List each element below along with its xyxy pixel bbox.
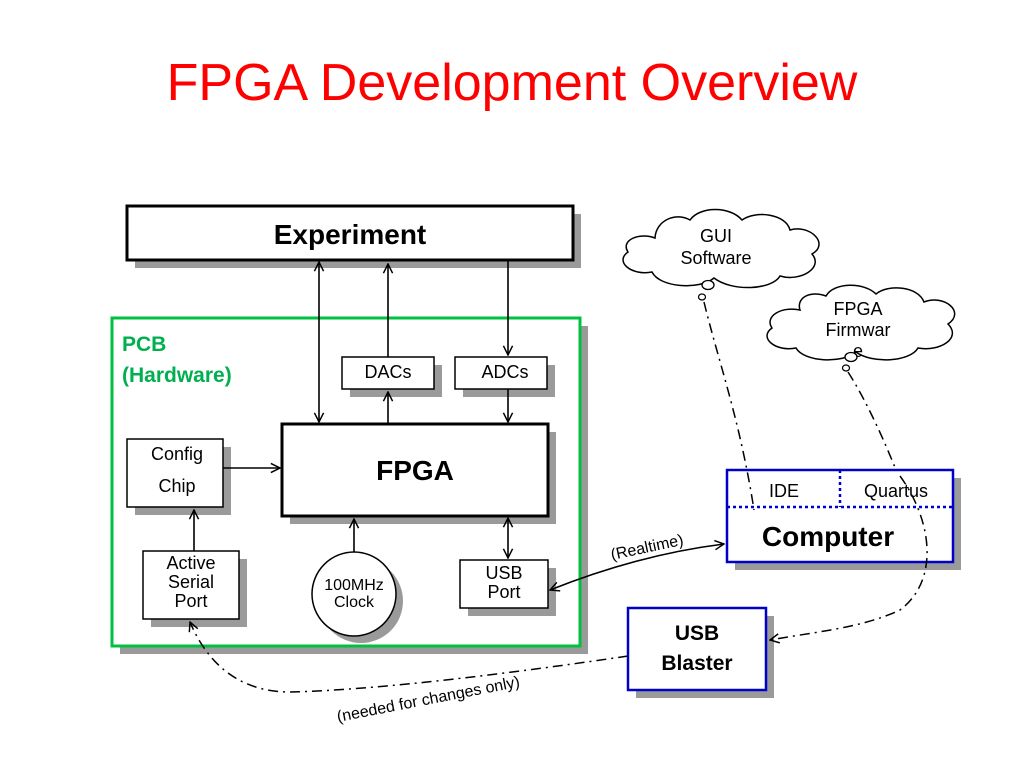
port-label: Port (174, 591, 207, 611)
config-chip-box: Config Chip (126, 438, 231, 515)
config-label: Config (151, 444, 203, 464)
serial-label: Serial (168, 572, 214, 592)
active-serial-port-box: Active Serial Port (142, 550, 247, 627)
blaster-to-active-line (190, 622, 629, 693)
ide-label: IDE (769, 481, 799, 501)
usb-port-port-label: Port (487, 582, 520, 602)
clock-circle: 100MHz Clock (311, 551, 403, 643)
connections (194, 260, 724, 590)
gui-to-ide-line (703, 301, 755, 511)
dacs-box: DACs (341, 356, 442, 397)
computer-box: IDE Quartus Computer (725, 468, 961, 570)
experiment-label: Experiment (274, 219, 427, 250)
firmware-to-quartus-line (847, 371, 897, 471)
quartus-label: Quartus (864, 481, 928, 501)
experiment-box: Experiment (125, 204, 581, 268)
adcs-label: ADCs (481, 362, 528, 382)
pcb-hardware-label: (Hardware) (122, 364, 232, 387)
dacs-label: DACs (364, 362, 411, 382)
adcs-box: ADCs (454, 356, 555, 397)
firmware-label: Firmwar (826, 320, 891, 340)
computer-label: Computer (762, 521, 894, 552)
fpga-firmware-cloud: FPGA Firmwar e (766, 284, 956, 372)
gui-label: GUI (700, 226, 732, 246)
blaster-label: Blaster (661, 652, 732, 675)
clock-freq-label: 100MHz (324, 577, 384, 594)
firmware-fpga-label: FPGA (833, 299, 882, 319)
fpga-label: FPGA (376, 455, 454, 486)
firmware-e-label: e (853, 341, 863, 361)
blaster-usb-label: USB (675, 622, 719, 645)
arrow-usbport-computer (550, 544, 724, 590)
usb-port-usb-label: USB (485, 563, 522, 583)
software-label: Software (680, 248, 751, 268)
clock-label: Clock (334, 594, 375, 611)
quartus-to-blaster-line (770, 475, 928, 640)
pcb-label: PCB (122, 333, 166, 356)
fpga-box: FPGA (280, 422, 556, 524)
active-label: Active (166, 553, 215, 573)
dashdot-connections (190, 301, 928, 693)
usb-blaster-box: USB Blaster (626, 606, 774, 698)
chip-label: Chip (158, 476, 195, 496)
usb-port-box: USB Port (459, 559, 556, 616)
slide-title: FPGA Development Overview (167, 54, 858, 112)
gui-software-cloud: GUI Software (622, 208, 820, 301)
